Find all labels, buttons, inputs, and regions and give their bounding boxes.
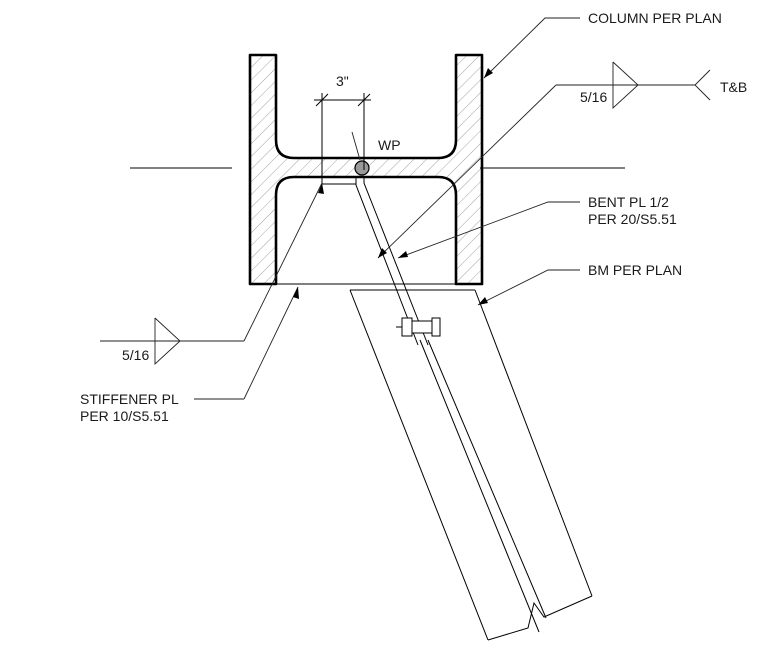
weld-symbol-top: [377, 61, 711, 259]
column-label: COLUMN PER PLAN: [588, 10, 722, 26]
beam-outline: [349, 289, 593, 641]
beam-web: [419, 339, 547, 633]
dimension-3in-label: 3": [336, 73, 349, 89]
stiffener-label-1: STIFFENER PL: [80, 391, 179, 407]
bent-plate-leader: [397, 201, 580, 259]
weld-left-size: 5/16: [122, 347, 149, 363]
weld-top-note: T&B: [720, 79, 747, 95]
beam-leader: [477, 269, 580, 306]
weld-symbol-left: [100, 182, 324, 366]
bent-plate-label-2: PER 20/S5.51: [588, 211, 677, 227]
stiffener-label-2: PER 10/S5.51: [80, 408, 169, 424]
column-leader: [483, 17, 580, 79]
bent-plate: [355, 177, 429, 346]
bolt: [396, 317, 441, 337]
work-point-leader: [351, 131, 361, 161]
weld-top-size: 5/16: [580, 89, 607, 105]
beam-label: BM PER PLAN: [588, 262, 682, 278]
stiffener-plate: [276, 177, 456, 285]
work-point-marker: [354, 160, 370, 176]
work-point-label: WP: [378, 137, 401, 153]
stiffener-leader: [194, 286, 299, 400]
dimension-3in: [314, 93, 371, 180]
bent-plate-label-1: BENT PL 1/2: [588, 194, 669, 210]
